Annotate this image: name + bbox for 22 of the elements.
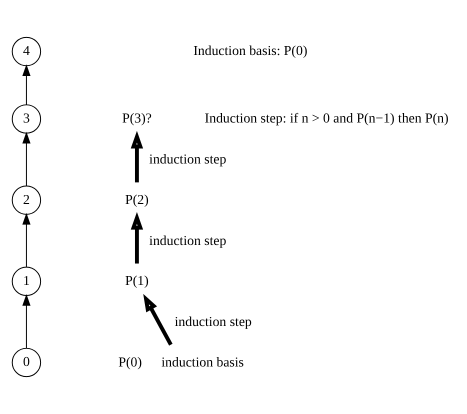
edge-label: induction step [149,152,226,167]
edge-label: induction step [174,314,252,330]
arrow [22,132,31,186]
arrow [130,130,144,182]
node-text: P(2) [125,192,149,207]
label: Induction step: if n > 0 and P(n−1) then P(n) [204,110,449,126]
edge-label: induction step [149,232,226,248]
node-circle: 1 [12,266,42,296]
arrow [130,212,144,264]
node-circle: 4 [12,36,42,66]
arrow [143,294,173,346]
node-label: induction basis [161,354,244,370]
arrow [22,64,31,106]
node-text: P(1) [125,272,149,288]
node-circle: 3 [12,104,42,134]
node-text: P(0) [118,354,142,370]
label: Induction basis: P(0) [193,43,308,58]
node-circle: 0 [12,348,42,378]
arrow [22,212,31,268]
node-text: P(3)? [122,110,152,126]
node-circle: 2 [12,185,42,215]
arrow [22,294,31,349]
